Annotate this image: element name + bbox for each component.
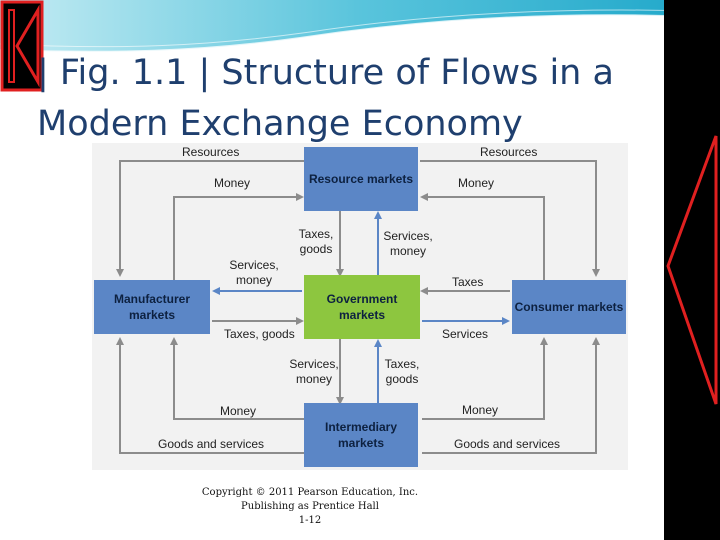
copyright-line: Copyright © 2011 Pearson Education, Inc. (201, 487, 419, 498)
resource-markets-box: Resource markets (304, 147, 418, 211)
label-services-money-bottom: Services, money (289, 357, 339, 386)
government-markets-box: Government markets (304, 275, 420, 339)
label-goods-services-left: Goods and services (158, 437, 265, 451)
intermediary-markets-box: Intermediary markets (304, 403, 418, 467)
flow-arrows (116, 160, 600, 454)
slide-title-line-2: Modern Exchange Economy (37, 104, 523, 144)
label-resources-right: Resources (480, 145, 538, 159)
label-taxes-goods-top: Taxes, goods (298, 227, 334, 256)
label-resources-left: Resources (182, 145, 240, 159)
label-taxes-goods-left: Taxes, goods (224, 327, 295, 341)
label-services-money-left: Services, money (229, 258, 279, 287)
label-services-right: Services (442, 327, 489, 341)
copyright-footer: Copyright © 2011 Pearson Education, Inc.… (190, 486, 430, 528)
publisher-line: Publishing as Prentice Hall (241, 501, 379, 512)
label-money-top-right: Money (458, 176, 495, 190)
slide-title: | Fig. 1.1 | Structure of Flows in a Mod… (37, 48, 657, 150)
label-taxes-goods-bottom: Taxes, goods (384, 357, 420, 386)
label-money-bottom-right: Money (462, 403, 499, 417)
header-swoosh-decoration (0, 0, 720, 53)
manufacturer-markets-box: Manufacturer markets (94, 280, 210, 334)
next-slide-icon[interactable] (664, 130, 720, 410)
page-number: 1-12 (298, 515, 322, 526)
label-taxes-right: Taxes (452, 275, 484, 289)
label-money-bottom-left: Money (220, 404, 257, 418)
label-goods-services-right: Goods and services (454, 437, 561, 451)
label-services-money-top: Services, money (383, 229, 433, 258)
slide-title-line-1: | Fig. 1.1 | Structure of Flows in a (37, 53, 614, 93)
consumer-markets-box: Consumer markets (512, 280, 626, 334)
label-money-top-left: Money (214, 176, 251, 190)
first-slide-icon[interactable] (0, 0, 44, 92)
flow-diagram: Resource markets Government markets Manu… (92, 143, 628, 470)
